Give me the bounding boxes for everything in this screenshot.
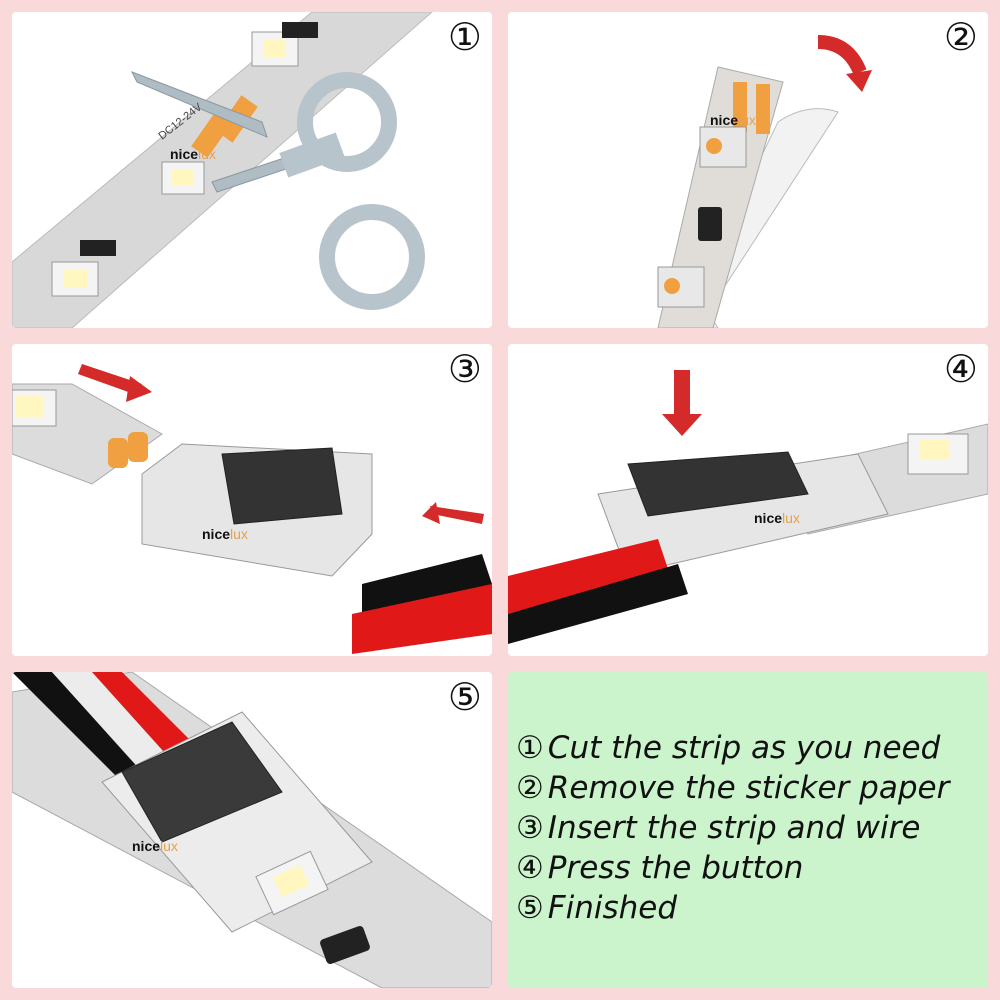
peel-arrow-head (846, 70, 872, 92)
led-chip-light (64, 270, 88, 288)
resistor (80, 240, 116, 256)
brand-logo: nicelux (754, 510, 800, 526)
step-5-panel: nicelux ⑤ (12, 672, 492, 988)
copper-pad (733, 82, 747, 132)
scissor-handle (297, 72, 397, 172)
copper-pad (108, 438, 128, 468)
led-chip-light (706, 138, 722, 154)
press-arrow (674, 370, 690, 420)
remove-sticker-illustration (657, 35, 872, 328)
step-1-panel: DC12-24V nicelux ① (12, 12, 492, 328)
step-5-number: ⑤ (447, 675, 482, 719)
copper-pad (191, 110, 233, 158)
connector-button (221, 447, 343, 525)
led-chip (161, 161, 205, 195)
copper-pad (756, 84, 770, 134)
red-wire (508, 539, 668, 614)
step-4-number: ④ (943, 347, 978, 391)
red-wire (352, 584, 492, 654)
led-chip-light (16, 396, 44, 418)
step-3-panel: nicelux ③ (12, 344, 492, 656)
brand-logo: nicelux (202, 526, 248, 542)
resistor (282, 22, 318, 38)
gray-wire (52, 672, 182, 782)
insert-arrow (78, 364, 142, 394)
scissor-handle (319, 204, 425, 310)
step-2-number: ② (943, 15, 978, 59)
resistor (698, 207, 722, 241)
press-button-illustration (508, 370, 988, 644)
insert-strip-illustration (12, 364, 492, 654)
step-4-panel: nicelux ④ (508, 344, 988, 656)
black-wire (12, 672, 142, 782)
led-chip-light (264, 40, 286, 58)
finished-illustration (12, 672, 492, 988)
brand-logo: nicelux (170, 146, 216, 162)
step-3-number: ③ (447, 347, 482, 391)
insert-arrow (430, 506, 484, 524)
black-wire (508, 564, 688, 644)
resistor (320, 926, 370, 964)
led-chip-light (664, 278, 680, 294)
insert-arrow-head (126, 376, 152, 402)
scissor-blade (130, 71, 268, 138)
led-chip-light (172, 170, 194, 186)
connector-button (121, 721, 283, 843)
connector-button (627, 451, 809, 517)
scissor-pivot (279, 132, 345, 178)
step-1-number: ① (447, 15, 482, 59)
led-chip-light (272, 864, 310, 898)
step-2-panel: nicelux ② (508, 12, 988, 328)
led-chip-light (920, 440, 950, 460)
copper-pad (128, 432, 148, 462)
brand-logo: nicelux (710, 112, 756, 128)
press-arrow-head (662, 414, 702, 436)
insert-arrow-head (422, 502, 440, 524)
brand-logo: nicelux (132, 838, 178, 854)
peel-arrow (817, 35, 867, 75)
cut-strip-illustration: DC12-24V (12, 12, 433, 328)
led-strip (657, 66, 784, 328)
